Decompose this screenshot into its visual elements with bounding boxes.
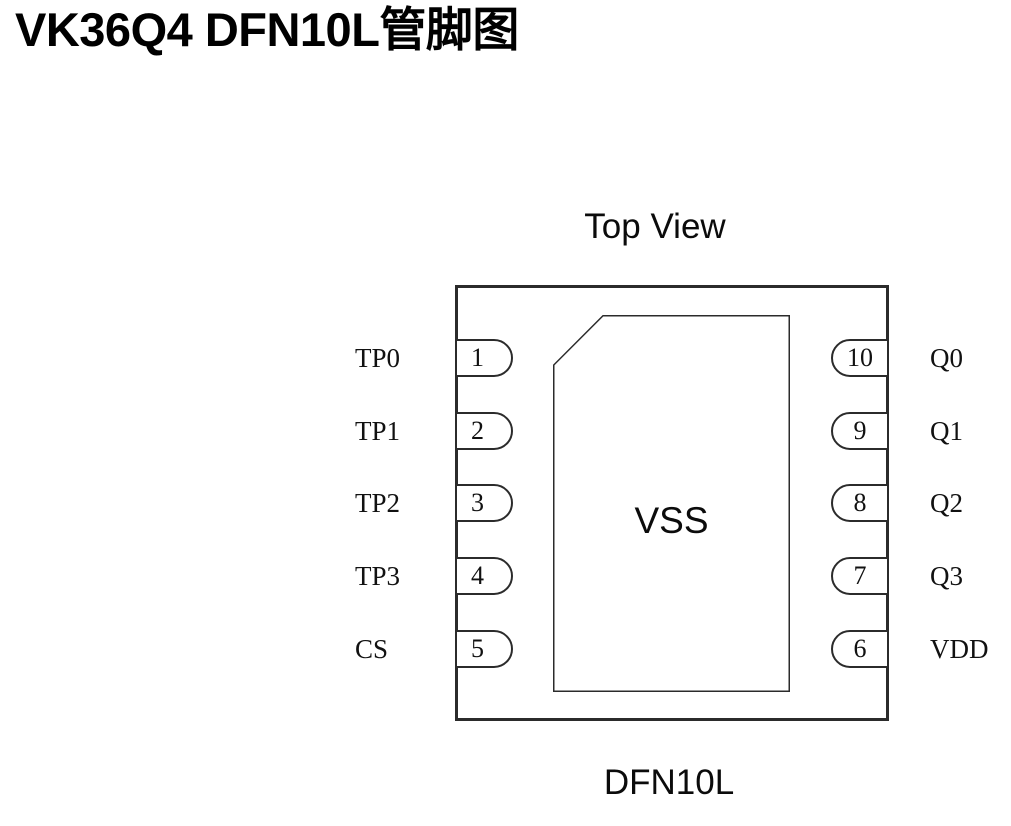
pin-number: 9 <box>853 416 867 445</box>
pin-number: 7 <box>853 561 867 590</box>
pin-number: 10 <box>847 343 873 372</box>
pin-name-label-q1: Q1 <box>930 416 963 446</box>
pin-name-label-tp2: TP2 <box>355 488 401 518</box>
pin-pad-7: 7 <box>831 557 889 595</box>
pin-pad-9: 9 <box>831 412 889 450</box>
pin-name-label-tp3: TP3 <box>355 561 401 591</box>
pin-name-label-tp1: TP1 <box>355 416 401 446</box>
pin-pad-4: 4 <box>455 557 513 595</box>
pin-pad-2: 2 <box>455 412 513 450</box>
pin-pad-3: 3 <box>455 484 513 522</box>
pin-number: 5 <box>471 634 484 663</box>
pin-number: 3 <box>471 488 484 517</box>
center-pad-label: VSS <box>634 500 709 541</box>
pin-number: 1 <box>471 343 484 372</box>
pin-name-label-cs: CS <box>355 634 389 664</box>
page-title: VK36Q4 DFN10L管脚图 <box>15 3 519 56</box>
pin-number: 4 <box>471 561 484 590</box>
package-name-label: DFN10L <box>603 763 735 802</box>
view-orientation-label: Top View <box>584 207 726 246</box>
pin-number: 8 <box>853 488 867 517</box>
pin-number: 6 <box>853 634 867 663</box>
pin-name-label-vdd: VDD <box>930 634 989 664</box>
pin-pad-8: 8 <box>831 484 889 522</box>
pin-pad-10: 10 <box>831 339 889 377</box>
pin-pad-5: 5 <box>455 630 513 668</box>
pin-pad-1: 1 <box>455 339 513 377</box>
pin-number: 2 <box>471 416 484 445</box>
pin-name-label-q2: Q2 <box>930 488 963 518</box>
pin-name-label-tp0: TP0 <box>355 343 401 373</box>
pin-name-label-q3: Q3 <box>930 561 963 591</box>
pin-pad-6: 6 <box>831 630 889 668</box>
pin-name-label-q0: Q0 <box>930 343 963 373</box>
